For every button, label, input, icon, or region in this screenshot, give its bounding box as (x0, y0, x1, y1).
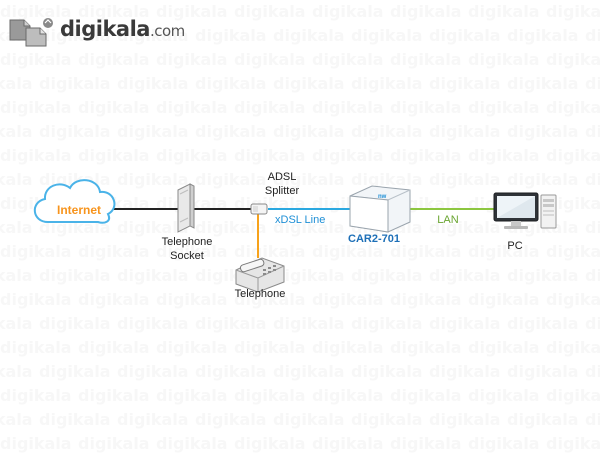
brand-logo: digikala.com (6, 14, 206, 48)
digikala-logo-icon (9, 18, 53, 47)
modem-label: CAR2-701 (348, 233, 400, 245)
brand-name: digikala (60, 17, 150, 41)
telephone-socket-icon (177, 183, 195, 233)
telephone-label: Telephone (234, 288, 286, 300)
modem-icon: nw (349, 185, 411, 233)
xdsl-line-label: xDSL Line (275, 214, 326, 226)
telephone-socket-label-line1: Telephone (161, 236, 213, 248)
telephone-socket-label-line2: Socket (170, 250, 204, 262)
lan-label: LAN (437, 214, 459, 226)
pc-label: PC (507, 240, 523, 252)
brand-suffix: .com (149, 22, 185, 40)
internet-label: Internet (56, 203, 101, 217)
adsl-splitter-label-line1: ADSL (267, 171, 297, 183)
telephone-icon (235, 257, 285, 293)
pc-icon (493, 192, 557, 229)
internet-cloud-icon (33, 179, 116, 224)
adsl-splitter-label-line2: Splitter (264, 185, 300, 197)
modem-brand-mark: nw (378, 194, 387, 200)
adsl-splitter-icon (250, 203, 268, 215)
